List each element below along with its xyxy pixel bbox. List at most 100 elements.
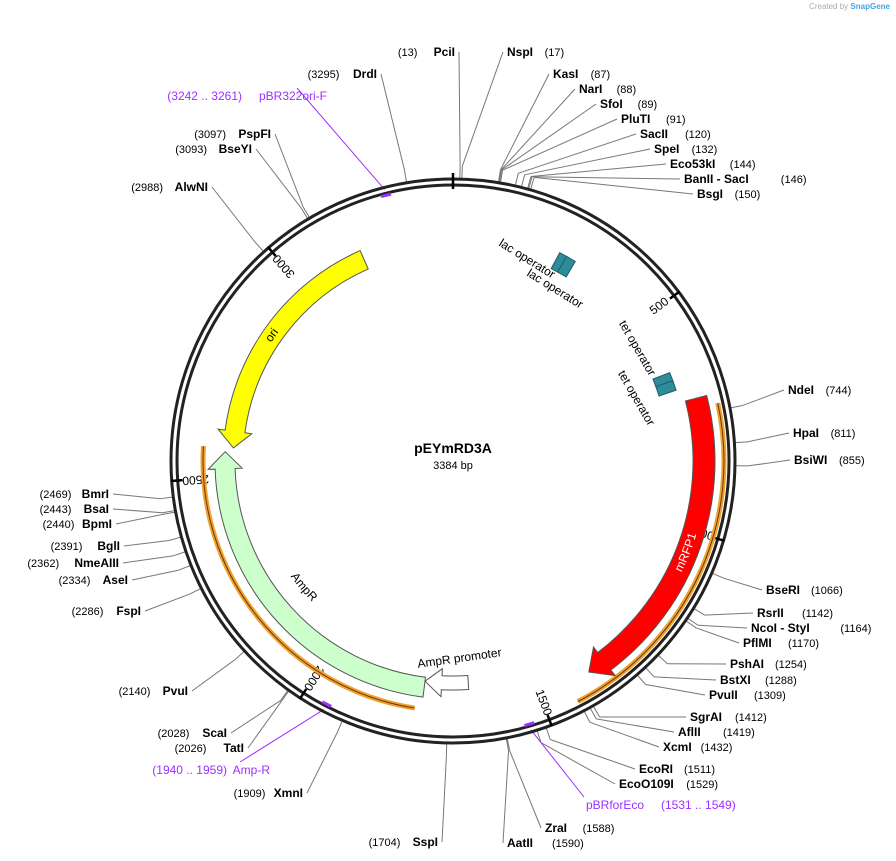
site-position: (1511) [684, 764, 715, 776]
site-leader [499, 169, 503, 182]
site-ecori[interactable]: EcoRI(1511) [639, 762, 715, 776]
site-xmni[interactable]: XmnI(1909) [234, 786, 303, 800]
site-pvui[interactable]: PvuI(2140) [119, 684, 188, 698]
site-pshai[interactable]: PshAI(1254) [730, 657, 807, 671]
site-bsgi[interactable]: BsgI(150) [697, 187, 760, 201]
primer-pbr322ori-f[interactable]: pBR322ori-F(3242 .. 3261) [167, 89, 327, 103]
site-leader [521, 174, 526, 187]
site-aatii[interactable]: AatII(1590) [507, 836, 584, 850]
site-sgrai[interactable]: SgrAI(1412) [690, 710, 767, 724]
site-sfoi[interactable]: SfoI(89) [600, 97, 657, 111]
site-tati[interactable]: TatI(2026) [175, 741, 244, 755]
site-sacii[interactable]: SacII(120) [640, 127, 711, 141]
snapgene-credit: Created by SnapGene [809, 2, 890, 11]
ampr-promoter-feature[interactable] [424, 667, 470, 698]
primer-pbrforeco-mark[interactable] [523, 721, 535, 727]
site-leader [255, 148, 302, 209]
site-hpai[interactable]: HpaI (811) [793, 426, 855, 440]
site-pcii[interactable]: PciI(13) [398, 45, 455, 59]
site-pluti[interactable]: PluTI(91) [621, 112, 686, 126]
site-bstxi[interactable]: BstXI(1288) [720, 673, 797, 687]
primer-pbr322ori-f-mark[interactable] [380, 192, 392, 199]
site-position: (2028) [158, 728, 190, 740]
site-name: DrdI [353, 67, 377, 81]
site-name: EcoO109I [619, 777, 674, 791]
site-bseri[interactable]: BseRI(1066) [766, 583, 843, 597]
site-fspi[interactable]: FspI(2286) [72, 604, 141, 618]
site-pvuii[interactable]: PvuII (1309) [709, 688, 786, 702]
site-scai[interactable]: ScaI(2028) [158, 726, 227, 740]
site-zrai[interactable]: ZraI(1588) [545, 821, 614, 835]
site-xcmi[interactable]: XcmI(1432) [663, 740, 732, 754]
site-bgli[interactable]: BglI(2391) [51, 539, 120, 553]
primer-range: (3242 .. 3261) [167, 89, 242, 103]
site-leader [524, 148, 651, 176]
site-bsai[interactable]: BsaI(2443) [40, 502, 109, 516]
site-drdi[interactable]: DrdI(3295) [308, 67, 377, 81]
site-pflmi[interactable]: PflMI(1170) [743, 636, 819, 650]
site-name: PvuII [709, 688, 738, 702]
site-leader [694, 608, 705, 616]
site-name: AlwNI [175, 180, 208, 194]
site-bpmi[interactable]: BpmI(2440) [43, 517, 112, 531]
ori-feature[interactable] [216, 249, 369, 449]
site-position: (855) [839, 455, 865, 467]
mrfp1-feature[interactable] [588, 394, 716, 677]
site-leader [168, 536, 181, 542]
site-position: (2026) [175, 743, 207, 755]
site-position: (2469) [40, 489, 72, 501]
site-name: PflMI [743, 636, 772, 650]
site-bsiwi[interactable]: BsiWI(855) [794, 453, 865, 467]
site-spei[interactable]: SpeI(132) [654, 142, 717, 156]
site-ndei[interactable]: NdeI(744) [788, 383, 851, 397]
site-asei[interactable]: AseI(2334) [59, 573, 128, 587]
site-eco53ki[interactable]: Eco53kI(144) [670, 157, 755, 171]
site-leader [530, 177, 535, 190]
site-ecoo109i[interactable]: EcoO109I (1529) [619, 777, 718, 791]
site-leader [441, 755, 447, 843]
site-kasi[interactable]: KasI(87) [553, 67, 610, 81]
site-leader [730, 404, 743, 409]
site-sspi[interactable]: SspI(1704) [369, 835, 438, 849]
site-leader [274, 133, 304, 208]
site-leader [589, 708, 597, 720]
site-banii-saci[interactable]: BanII - SacI(146) [684, 172, 806, 186]
site-nari[interactable]: NarI(88) [579, 82, 636, 96]
ampr-feature[interactable] [206, 450, 427, 698]
site-alwni[interactable]: AlwNI(2988) [131, 180, 208, 194]
site-rsrii[interactable]: RsrII(1142) [757, 606, 833, 620]
site-ncoi-styi[interactable]: NcoI - StyI(1164) [751, 621, 871, 635]
site-nmeaiii[interactable]: NmeAIII(2362) [27, 556, 119, 570]
primer-leader [296, 87, 385, 190]
site-leader [527, 176, 532, 189]
site-leader [500, 88, 576, 171]
site-leader [500, 73, 550, 171]
site-name: HpaI [793, 426, 819, 440]
site-leader [281, 691, 289, 702]
site-leader [461, 51, 504, 167]
site-position: (1529) [686, 779, 718, 791]
site-bmri[interactable]: BmrI (2469) [40, 487, 109, 501]
plasmid-length: 3384 bp [433, 460, 473, 472]
site-leader [501, 103, 597, 171]
site-aflii[interactable]: AflII(1419) [678, 725, 755, 739]
site-name: PciI [434, 45, 455, 59]
site-leader [502, 750, 510, 844]
primer-amp-r-mark[interactable] [321, 700, 332, 708]
primer-amp-r[interactable]: Amp-R(1940 .. 1959) [152, 763, 270, 777]
site-position: (811) [831, 428, 856, 440]
site-leader [747, 432, 790, 443]
site-bseyi[interactable]: BseYI(3093) [175, 142, 252, 156]
tet-operator-2-box[interactable] [655, 380, 677, 397]
primer-pbrforeco[interactable]: pBRforEco(1531 .. 1549) [586, 798, 736, 812]
plasmid-center-label: pEYmRD3A 3384 bp [414, 440, 492, 472]
site-name: BpmI [82, 517, 112, 531]
site-name: NmeAIII [74, 556, 119, 570]
lac-operator-2-box[interactable] [556, 255, 576, 278]
site-nspi[interactable]: NspI(17) [507, 45, 564, 59]
site-name: BmrI [82, 487, 109, 501]
ampr-promoter-label: AmpR promoter [417, 645, 503, 671]
site-name: AatII [507, 836, 533, 850]
site-pspfi[interactable]: PspFI(3097) [194, 127, 271, 141]
site-position: (1309) [754, 690, 786, 702]
